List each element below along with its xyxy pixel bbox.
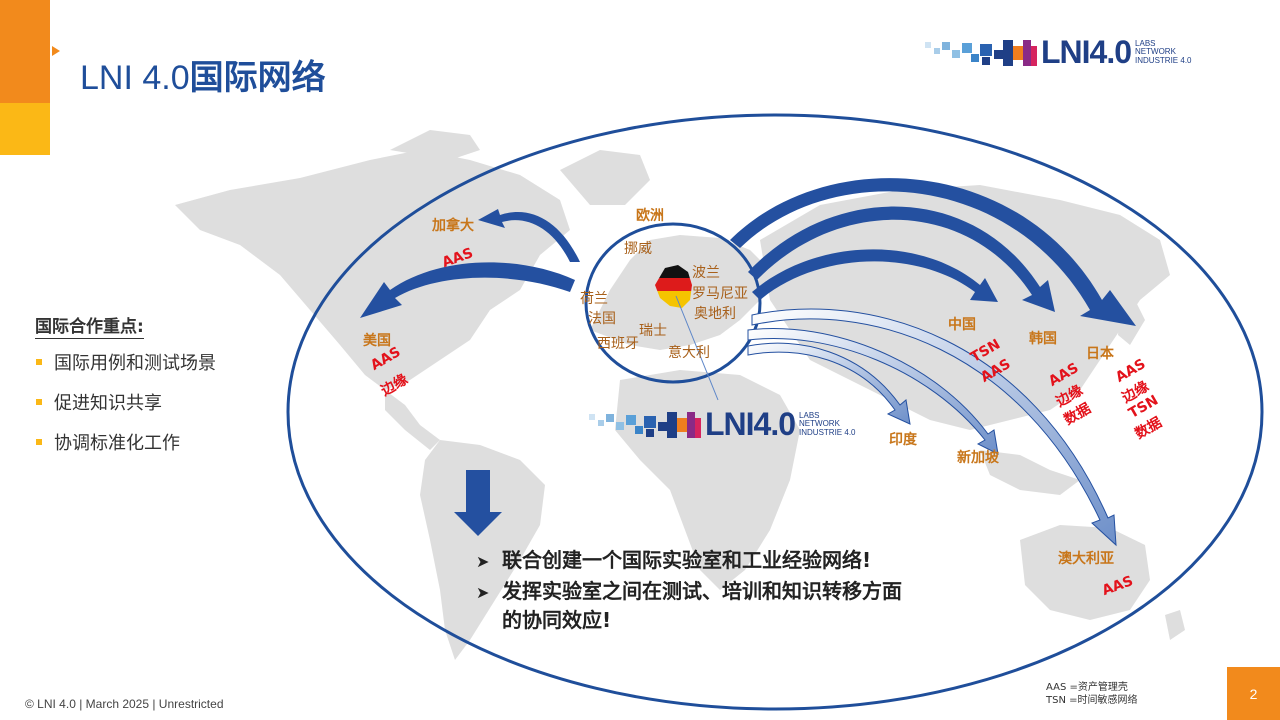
logo-subtitle: LABS NETWORK INDUSTRIE 4.0	[1135, 38, 1192, 65]
label-australia: 澳大利亚	[1058, 551, 1114, 567]
claim-text: 联合创建一个国际实验室和工业经验网络!	[502, 548, 872, 572]
label-romania: 罗马尼亚	[692, 286, 748, 302]
logo-subtitle: LABS NETWORK INDUSTRIE 4.0	[799, 410, 856, 437]
focus-item: 促进知识共享	[36, 389, 162, 415]
focus-item-text: 促进知识共享	[54, 393, 162, 414]
legend-line: AAS =资产管理壳	[1046, 682, 1128, 693]
label-singapore: 新加坡	[957, 450, 999, 466]
logo-pixel-icon	[925, 38, 1037, 68]
logo-wordmark: LNI4.0	[1041, 34, 1132, 70]
label-usa: 美国	[363, 333, 391, 349]
corner-accent-yellow	[0, 103, 50, 155]
focus-title: 国际合作重点:	[35, 312, 144, 339]
footer-copyright: © LNI 4.0 | March 2025 | Unrestricted	[25, 697, 224, 711]
label-china: 中国	[948, 317, 976, 333]
page-number: 2	[1227, 667, 1280, 720]
connector-line	[675, 295, 719, 401]
label-canada: 加拿大	[432, 218, 474, 234]
page-title: LNI 4.0国际网络	[80, 50, 326, 99]
bullet-square-icon	[36, 439, 42, 445]
abbreviation-legend: AAS =资产管理壳 TSN =时间敏感网络	[1046, 681, 1138, 707]
claim-line-2: ➤ 发挥实验室之间在测试、培训和知识转移方面	[476, 575, 902, 604]
label-spain: 西班牙	[597, 336, 639, 352]
title-main: 国际网络	[189, 58, 326, 98]
label-switzerland: 瑞士	[639, 323, 667, 339]
network-ellipse	[286, 113, 1264, 711]
claim-line-1: ➤ 联合创建一个国际实验室和工业经验网络!	[476, 544, 871, 573]
label-india: 印度	[889, 432, 917, 448]
focus-item-text: 国际用例和测试场景	[54, 353, 216, 374]
bullet-square-icon	[36, 399, 42, 405]
label-poland: 波兰	[692, 265, 720, 281]
chevron-right-icon: ➤	[476, 583, 490, 602]
corner-accent-orange	[0, 0, 50, 103]
logo-pixel-icon	[589, 410, 701, 440]
lni-logo-center: LNI4.0 LABS NETWORK INDUSTRIE 4.0	[589, 406, 856, 443]
claim-text: 发挥实验室之间在测试、培训和知识转移方面	[502, 579, 902, 603]
label-norway: 挪威	[624, 241, 652, 257]
logo-sub-line: NETWORK	[799, 419, 840, 429]
label-france: 法国	[588, 311, 616, 327]
focus-item: 国际用例和测试场景	[36, 349, 216, 375]
connection-arrows	[360, 178, 1136, 326]
lni-logo-header: LNI4.0 LABS NETWORK INDUSTRIE 4.0	[925, 34, 1192, 71]
label-korea: 韩国	[1029, 331, 1057, 347]
label-europe: 欧洲	[636, 208, 664, 224]
title-marker-triangle	[52, 46, 60, 56]
label-italy: 意大利	[668, 345, 710, 361]
chevron-right-icon: ➤	[476, 552, 490, 571]
focus-item: 协调标准化工作	[36, 429, 180, 455]
europe-circle	[584, 222, 762, 384]
claim-line-3: 的协同效应!	[502, 608, 612, 632]
logo-sub-line: INDUSTRIE 4.0	[799, 427, 856, 437]
label-japan: 日本	[1086, 346, 1114, 362]
title-prefix: LNI 4.0	[80, 59, 190, 97]
logo-wordmark: LNI4.0	[705, 406, 796, 442]
logo-sub-line: LABS	[1135, 38, 1156, 48]
label-austria: 奥地利	[694, 306, 736, 322]
logo-sub-line: NETWORK	[1135, 47, 1176, 57]
label-netherlands: 荷兰	[580, 291, 608, 307]
logo-sub-line: INDUSTRIE 4.0	[1135, 55, 1192, 65]
bullet-square-icon	[36, 359, 42, 365]
focus-item-text: 协调标准化工作	[54, 433, 180, 454]
legend-line: TSN =时间敏感网络	[1046, 695, 1138, 706]
logo-sub-line: LABS	[799, 410, 820, 420]
light-arrows	[747, 308, 1117, 547]
down-arrow-icon	[454, 470, 502, 536]
